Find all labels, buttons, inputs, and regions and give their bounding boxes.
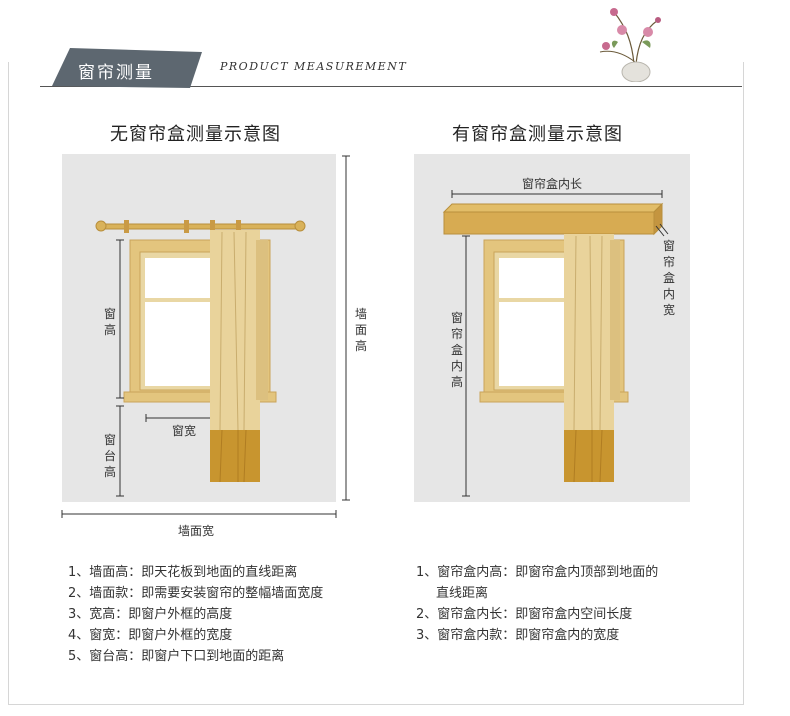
flower-vase-icon [599, 8, 661, 82]
content-frame [8, 62, 744, 705]
left-note-2: 2、墙面款：即需要安装窗帘的整幅墙面宽度 [68, 586, 324, 601]
label-wall-height: 墙面高 [354, 307, 367, 353]
left-notes: 1、墙面高：即天花板到地面的直线距离 2、墙面款：即需要安装窗帘的整幅墙面宽度 … [68, 562, 323, 667]
label-box-length: 窗帘盒内长 [522, 177, 583, 191]
label-window-width: 窗宽 [172, 424, 197, 438]
curtain-box [442, 202, 664, 236]
header-rule [40, 86, 742, 87]
label-box-height: 窗帘盒内高 [450, 311, 463, 389]
right-notes: 1、窗帘盒内高：即窗帘盒内顶部到地面的 直线距离 2、窗帘盒内长：即窗帘盒内空间… [416, 562, 658, 646]
section-subtitle: PRODUCT MEASUREMENT [220, 60, 408, 73]
right-note-1: 1、窗帘盒内高：即窗帘盒内顶部到地面的 [416, 565, 659, 580]
right-diagram-title: 有窗帘盒测量示意图 [452, 124, 623, 145]
label-window-height: 窗高 [103, 307, 116, 337]
curtain-rod [95, 220, 306, 233]
right-note-2: 2、窗帘盒内长：即窗帘盒内空间长度 [416, 607, 633, 622]
left-curtain [210, 230, 268, 483]
section-tag-shape [52, 48, 202, 88]
left-note-1: 1、墙面高：即天花板到地面的直线距离 [68, 565, 298, 580]
label-sill-height: 窗台高 [103, 433, 116, 479]
left-diagram-title: 无窗帘盒测量示意图 [110, 124, 281, 145]
left-note-5: 5、窗台高：即窗户下口到地面的距离 [68, 649, 285, 664]
section-tag-label: 窗帘测量 [78, 63, 154, 83]
right-note-1-cont: 直线距离 [436, 586, 489, 601]
left-note-4: 4、窗宽：即窗户外框的宽度 [68, 628, 233, 643]
right-curtain [564, 234, 620, 483]
label-wall-width: 墙面宽 [178, 524, 215, 538]
label-box-width: 窗帘盒内宽 [662, 239, 675, 317]
right-note-3: 3、窗帘盒内款：即窗帘盒内的宽度 [416, 628, 620, 643]
left-note-3: 3、宽高：即窗户外框的高度 [68, 607, 233, 622]
